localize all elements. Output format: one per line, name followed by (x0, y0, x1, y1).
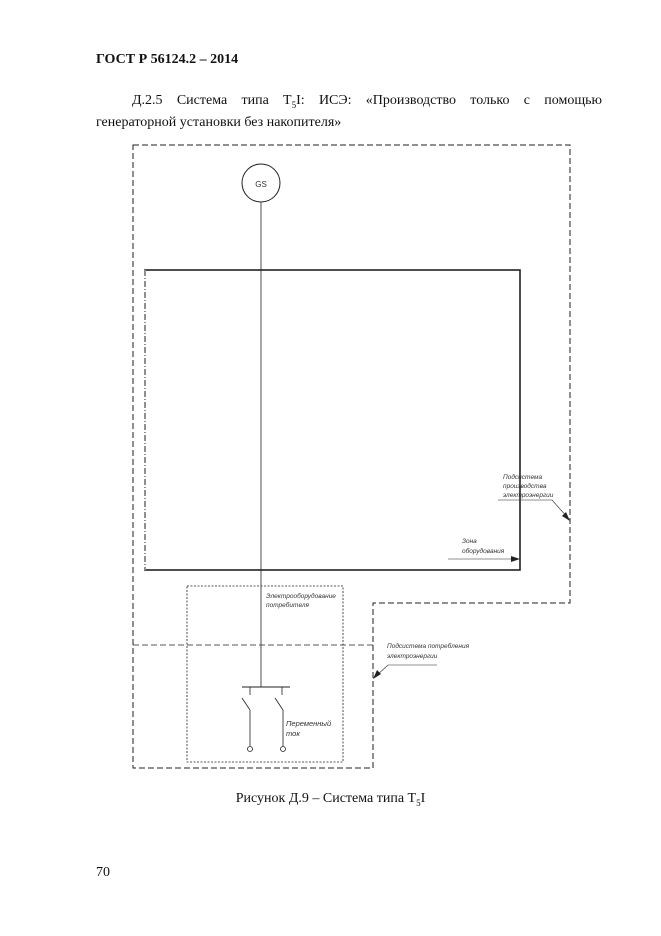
svg-text:потребителя: потребителя (266, 601, 310, 609)
section-heading-line1: Д.2.5 Система типа Т5I: ИСЭ: «Производст… (132, 93, 602, 110)
document-header: ГОСТ Р 56124.2 – 2014 (96, 52, 239, 67)
svg-text:электроэнергии: электроэнергии (503, 492, 554, 499)
label-equipment-zone: Зона (462, 538, 477, 545)
svg-text:оборудования: оборудования (462, 547, 505, 555)
label-production-subsystem: Подсистема (503, 473, 542, 481)
production-subsystem-boundary (132, 144, 571, 769)
generator-label: GS (255, 180, 267, 189)
page-number: 70 (96, 865, 110, 880)
svg-text:электроэнергии: электроэнергии (387, 653, 438, 660)
consumer-equipment-box (186, 585, 344, 763)
section-heading-line2: генераторной установки без накопителя» (96, 115, 342, 130)
equipment-zone-box (144, 269, 521, 571)
svg-text:ток: ток (286, 729, 300, 738)
label-ac: Переменный (286, 719, 332, 728)
label-consumer-equipment: Электрооборудование (266, 592, 336, 600)
label-consumption-subsystem: Подсистема потребления (387, 642, 470, 650)
figure-caption: Рисунок Д.9 – Система типа Т5I (235, 791, 426, 808)
svg-text:производства: производства (503, 482, 547, 490)
